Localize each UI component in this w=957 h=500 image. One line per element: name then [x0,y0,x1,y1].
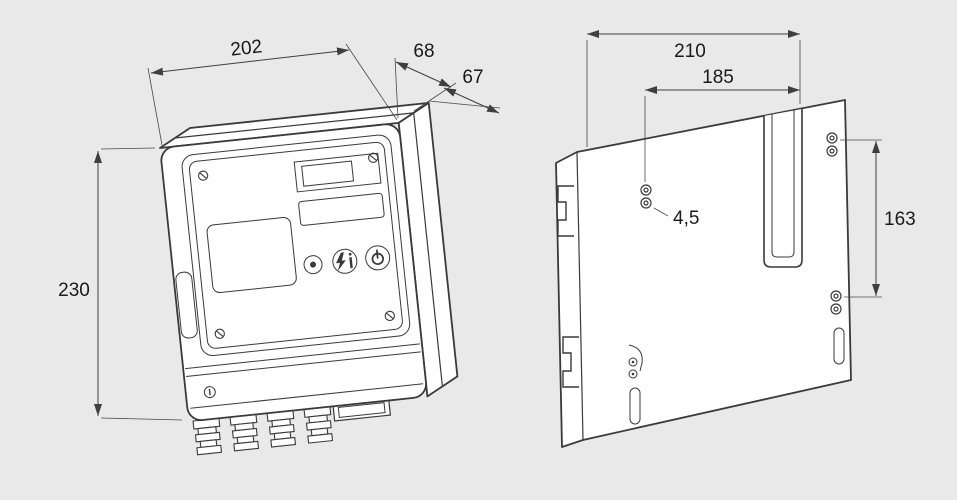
dimension-185: 185 [644,67,800,182]
dim-label-width: 202 [229,36,263,60]
cover-seam [185,343,420,370]
lock-icon [203,386,216,399]
dim-label-mounting-height: 163 [884,209,916,230]
mounting-hole-icon [640,184,652,196]
mounting-hole-icon [826,132,838,144]
dimension-202: 202 [147,36,398,146]
screw-icon [214,328,226,340]
cable-clip [628,344,643,379]
cable-gland-icon [266,409,298,448]
label-plate [298,192,385,226]
dimension-230: 230 [58,147,183,421]
vent-slot [629,387,641,425]
reset-info-button [332,248,358,274]
housing-front-face [160,123,427,422]
dimension-4-5: 4,5 [653,207,699,229]
dim-label-hole-diameter: 4,5 [673,208,699,229]
front-door-outline [181,134,411,357]
dim-label-depth-front: 67 [462,67,483,88]
control-unit-rear-view: 210 185 4,5 163 [555,30,916,448]
mounting-hole-icon [830,290,842,302]
cable-gland-icon [192,417,224,456]
dimension-68-67: 68 67 [394,41,501,119]
dim-label-mounting-width: 185 [702,67,734,88]
housing-seam-top [174,112,414,139]
top-display-window [293,152,382,193]
dim-label-overall-width: 210 [674,41,706,62]
knob-dot-icon [310,261,317,268]
cover-seam [190,383,424,409]
mounting-hole-icon [640,197,652,209]
screw-icon [197,170,209,182]
dimension-163: 163 [840,139,916,298]
control-unit-front-view: 202 68 67 230 [58,36,501,456]
mounting-hole-icon [826,145,838,157]
mounting-channel [763,109,803,268]
lightning-info-icon [336,252,353,272]
screw-icon [384,310,396,322]
front-panel [160,123,427,422]
dimension-210: 210 [586,30,801,147]
vent-slot [833,327,845,365]
top-display-screen [301,160,355,187]
cable-gland-icon [303,406,335,444]
power-button [365,245,391,271]
cable-gland-icon [229,413,261,452]
knob-button [303,255,323,275]
main-display-window [206,216,297,294]
cover-seam [185,351,421,378]
button-row [303,245,391,275]
rear-housing-outline [555,99,852,448]
dim-label-depth-rear: 68 [413,41,434,62]
mounting-hole-icon [830,303,842,315]
power-icon [371,249,384,266]
side-face-divider [576,151,584,441]
housing-seam-right [413,112,443,387]
dim-label-height: 230 [58,280,90,301]
front-door-inner-outline [188,141,403,349]
hinge-recess [175,271,198,339]
